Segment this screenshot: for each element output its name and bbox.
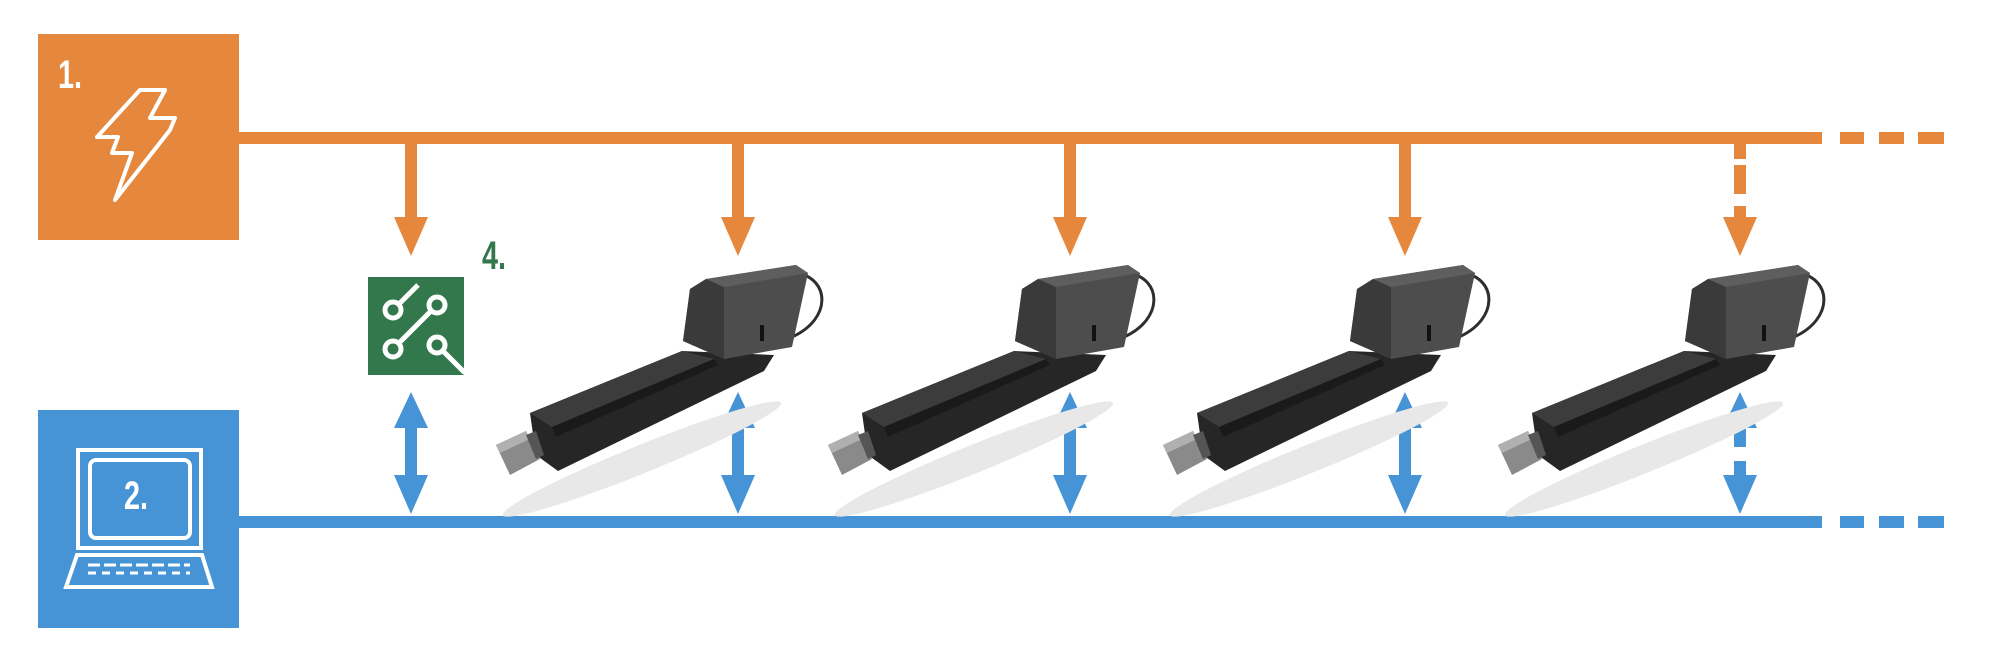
power-arrow-actuator [1053,140,1087,256]
power-supply-box [38,34,239,240]
signal-bus-line [239,516,1944,528]
linear-actuator-3 [1161,263,1491,530]
signal-arrow-control-box [394,392,428,514]
control-box-label: 4. [482,234,507,278]
power-arrow-actuator [721,140,755,256]
power-arrow-control-box [394,140,428,256]
laptop-icon [63,448,215,589]
control-computer-box [38,410,239,628]
power-arrow-actuator [1388,140,1422,256]
power-arrow-actuator-dashed [1723,140,1757,256]
linear-actuator-2 [826,263,1156,530]
circuit-switch-icon [382,283,467,375]
power-supply-label: 1. [58,53,83,97]
lightning-bolt-icon [95,88,177,202]
linear-actuator-1 [494,263,824,530]
power-bus-line [239,132,1944,144]
linear-actuator-4 [1496,263,1826,530]
control-computer-label: 2. [124,474,149,518]
